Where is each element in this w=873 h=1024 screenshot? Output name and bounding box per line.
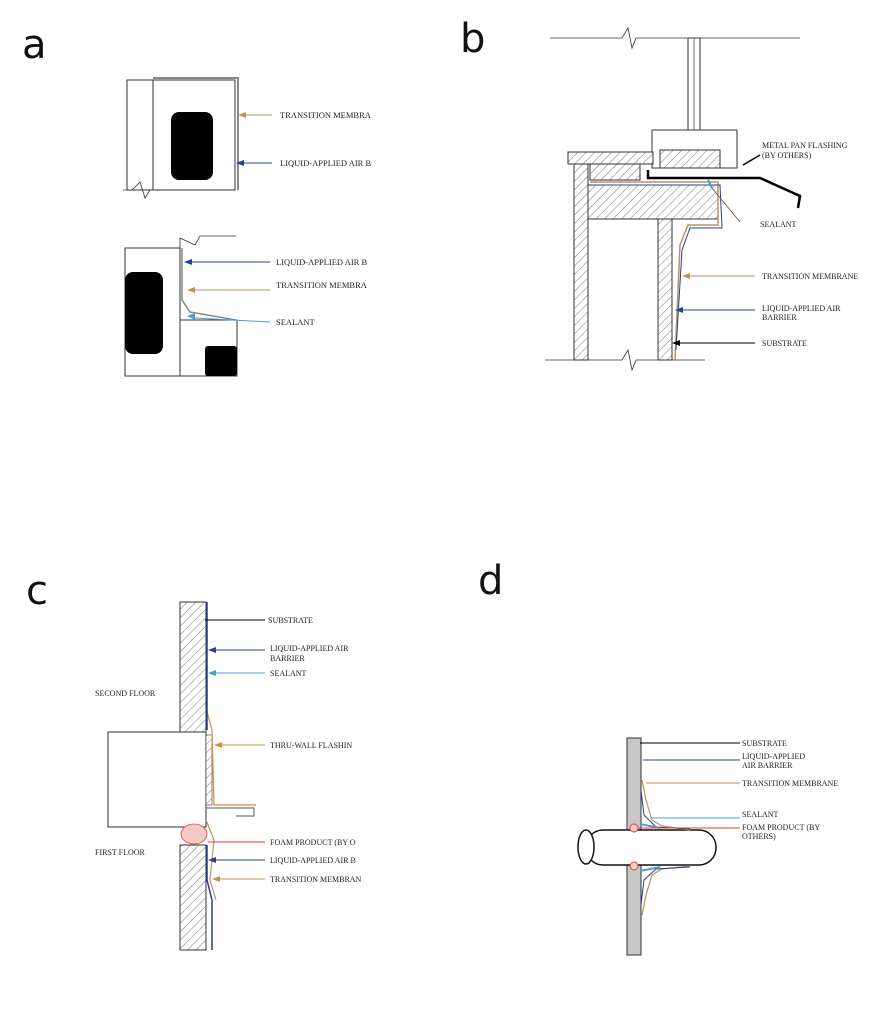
panel-c: c SUBSTRATE LIQUID-APPLIED AIR BARRIER <box>26 568 362 951</box>
panel-d-label-sealant: SEALANT <box>742 810 779 819</box>
panel-a-bottom-detail: LIQUID-APPLIED AIR B TRANSITION MEMBRA S… <box>124 235 368 377</box>
panel-a: a TRANSITION MEMBRA LIQUID-APPLIED AIR B <box>22 22 372 377</box>
panel-d: d SUBSTRATE LIQUID-APPLIED AIR BARRIER T… <box>478 558 838 956</box>
panel-b-label-substrate: SUBSTRATE <box>762 339 807 348</box>
panel-b-label-sealant: SEALANT <box>760 220 797 229</box>
panel-c-second-floor: SECOND FLOOR <box>95 689 156 698</box>
panel-c-label-transition: TRANSITION MEMBRAN <box>270 875 362 884</box>
panel-c-label-airbarrier-1: LIQUID-APPLIED AIR <box>270 644 349 653</box>
panel-a-bottom-label-transition: TRANSITION MEMBRA <box>276 280 368 290</box>
panel-b-label-airbarrier-1: LIQUID-APPLIED AIR <box>762 304 841 313</box>
panel-c-first-floor: FIRST FLOOR <box>95 848 146 857</box>
panel-d-label-transition: TRANSITION MEMBRANE <box>742 779 838 788</box>
panel-d-label-airbarrier-2: AIR BARRIER <box>742 761 793 770</box>
panel-b: b METAL PAN FLASHING (BY <box>460 16 858 372</box>
panel-b-letter: b <box>460 16 485 62</box>
panel-b-label-airbarrier-2: BARRIER <box>762 313 797 322</box>
panel-b-label-by-others: (BY OTHERS) <box>762 151 812 160</box>
panel-c-label-foam: FOAM PRODUCT (BY O <box>270 838 356 847</box>
panel-d-label-foam-1: FOAM PRODUCT (BY <box>742 823 820 832</box>
panel-a-bottom-label-sealant: SEALANT <box>276 317 316 327</box>
panel-d-letter: d <box>478 558 503 604</box>
panel-d-label-airbarrier-1: LIQUID-APPLIED <box>742 752 805 761</box>
panel-a-top-detail: TRANSITION MEMBRA LIQUID-APPLIED AIR B <box>123 77 372 199</box>
panel-b-label-transition: TRANSITION MEMBRANE <box>762 272 858 281</box>
panel-d-label-foam-2: OTHERS) <box>742 832 776 841</box>
panel-c-label-sealant: SEALANT <box>270 669 307 678</box>
panel-a-letter: a <box>22 22 47 68</box>
panel-c-letter: c <box>26 568 48 614</box>
panel-b-label-pan-flashing: METAL PAN FLASHING <box>762 141 848 150</box>
panel-d-label-substrate: SUBSTRATE <box>742 739 787 748</box>
panel-c-label-flashing: THRU-WALL FLASHIN <box>270 741 352 750</box>
panel-c-label-airbarrier-b: LIQUID-APPLIED AIR B <box>270 856 356 865</box>
panel-c-label-airbarrier-2: BARRIER <box>270 654 305 663</box>
panel-a-top-label-airbarrier: LIQUID-APPLIED AIR B <box>280 158 371 168</box>
panel-a-bottom-label-airbarrier: LIQUID-APPLIED AIR B <box>276 257 367 267</box>
panel-a-top-label-transition: TRANSITION MEMBRA <box>280 110 372 120</box>
panel-c-label-substrate: SUBSTRATE <box>268 616 313 625</box>
